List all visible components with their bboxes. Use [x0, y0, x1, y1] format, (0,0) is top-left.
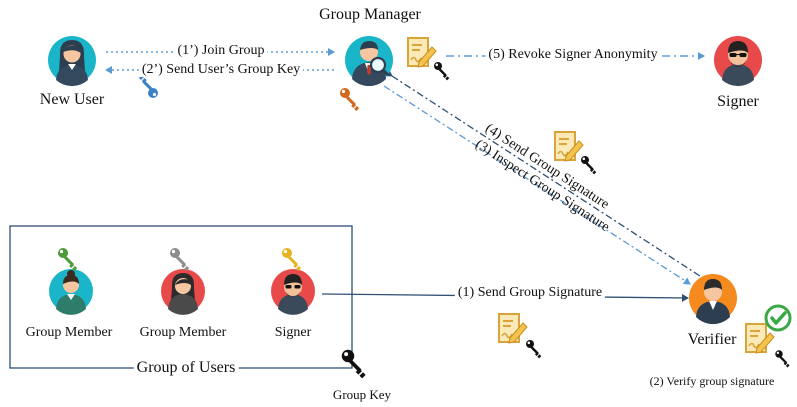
group-member-avatar-icon	[49, 269, 93, 315]
sunglasses-man-avatar-icon	[714, 36, 762, 87]
key-icon	[340, 88, 360, 111]
key-icon	[434, 62, 450, 81]
key-icon	[138, 75, 158, 98]
signed-document-icon	[407, 37, 437, 68]
arrow-inspect-group-signature	[383, 85, 691, 285]
key-icon	[775, 350, 790, 368]
signed-document-icon	[498, 313, 528, 344]
verify-group-signature-label: (2) Verify group signature	[649, 374, 775, 388]
key-icon	[526, 340, 542, 359]
group-member-avatar-icon	[161, 269, 205, 315]
new-user-label: New User	[39, 91, 105, 108]
group-of-users-label: Group of Users	[133, 360, 239, 376]
woman-avatar-icon	[48, 36, 96, 87]
manager-avatar-icon	[345, 36, 393, 87]
key-icon	[58, 248, 78, 271]
signed-document-icon	[554, 131, 584, 162]
group-member-2-label: Group Member	[139, 325, 227, 340]
group-key-label: Group Key	[332, 387, 392, 402]
join-group-label: (1’) Join Group	[174, 44, 268, 58]
group-manager-label: Group Manager	[319, 6, 421, 23]
key-icon	[581, 156, 597, 175]
signer-group-label: Signer	[274, 325, 312, 340]
group-member-1-label: Group Member	[25, 325, 113, 340]
key-icon	[170, 248, 190, 271]
signer-avatar-icon	[271, 269, 315, 315]
key-icon	[282, 248, 302, 271]
man-avatar-icon	[689, 274, 737, 325]
arrow-send-group-signature-to-gm	[384, 69, 701, 277]
key-icon	[341, 349, 366, 379]
verifier-label: Verifier	[687, 331, 737, 348]
send-user-group-key-label: (2’) Send User’s Group Key	[138, 63, 304, 77]
signer-top-label: Signer	[717, 93, 759, 110]
send-group-signature-label: (1) Send Group Signature	[454, 286, 606, 300]
check-icon	[764, 304, 792, 332]
revoke-anonymity-label: (5) Revoke Signer Anonymity	[485, 48, 661, 62]
